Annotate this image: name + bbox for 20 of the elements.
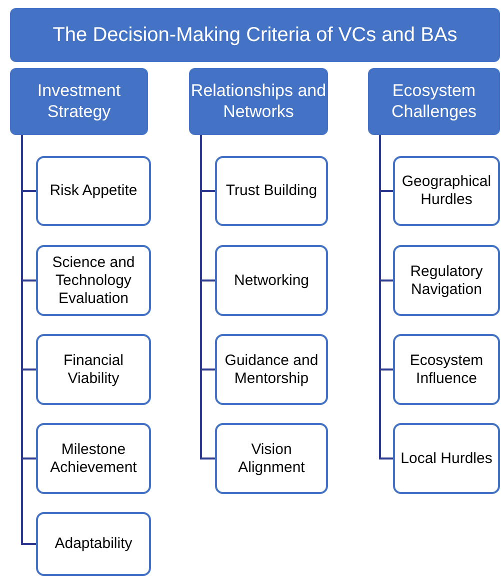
criterion-box: Geographical Hurdles (393, 156, 500, 226)
criterion-box: Networking (215, 245, 328, 316)
criterion-box: Local Hurdles (393, 423, 500, 494)
criterion-box: Adaptability (36, 512, 151, 576)
criterion-box: Milestone Achievement (36, 423, 151, 494)
title-banner: The Decision-Making Criteria of VCs and BAs (10, 8, 500, 62)
criterion-box: Guidance and Mentorship (215, 334, 328, 405)
criterion-box: Risk Appetite (36, 156, 151, 226)
header-box: Investment Strategy (10, 68, 148, 135)
criterion-box: Science and Technology Evaluation (36, 245, 151, 316)
connector-line (200, 135, 215, 460)
criterion-box: Regulatory Navigation (393, 245, 500, 316)
criterion-box: Trust Building (215, 156, 328, 226)
criterion-box: Financial Viability (36, 334, 151, 405)
header-box: Ecosystem Challenges (368, 68, 500, 135)
connector-line (379, 135, 393, 460)
criterion-box: Ecosystem Influence (393, 334, 500, 405)
header-box: Relationships and Networks (189, 68, 328, 135)
criterion-box: Vision Alignment (215, 423, 328, 494)
connector-line (21, 135, 36, 545)
